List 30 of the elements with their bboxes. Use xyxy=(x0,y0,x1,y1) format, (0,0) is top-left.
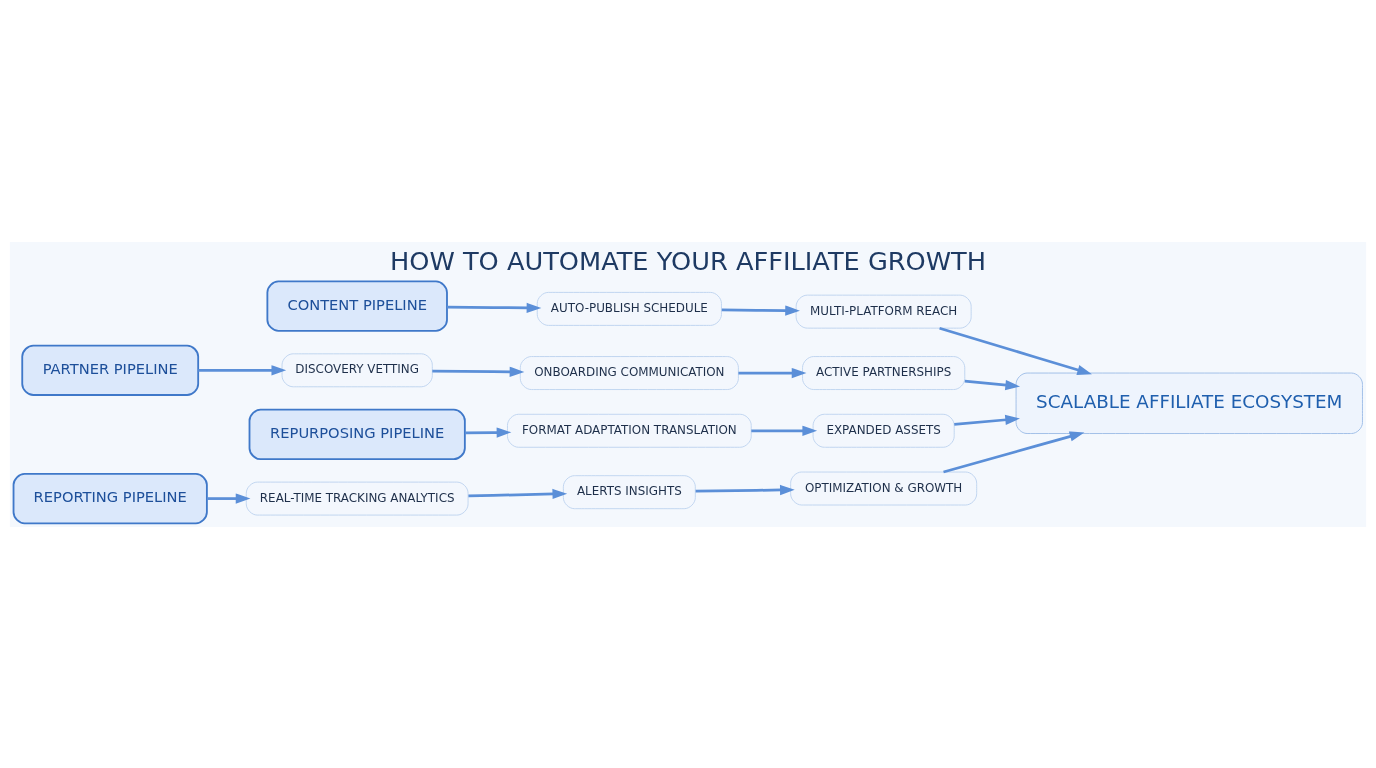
node-box: AUTO-PUBLISH SCHEDULE xyxy=(536,291,722,326)
arrow xyxy=(751,425,818,436)
node-box: ALERTS INSIGHTS xyxy=(562,474,696,509)
node-box: MULTI-PLATFORM REACH xyxy=(795,294,972,329)
node-box: ACTIVE PARTNERSHIPS xyxy=(802,355,966,390)
arrow xyxy=(447,302,542,313)
node-box: CONTENT PIPELINE xyxy=(266,280,448,332)
arrow xyxy=(206,492,251,504)
node-box: OPTIMIZATION & GROWTH xyxy=(790,471,978,505)
node-box: REAL-TIME TRACKING ANALYTICS xyxy=(245,481,469,516)
arrow xyxy=(464,426,512,438)
node-box: FORMAT ADAPTATION TRANSLATION xyxy=(507,413,752,448)
arrow xyxy=(954,414,1020,426)
arrow xyxy=(738,367,807,378)
node-box: EXPANDED ASSETS xyxy=(812,413,955,448)
node-box: PARTNER PIPELINE xyxy=(21,344,200,396)
arrow xyxy=(943,430,1085,473)
node-box: DISCOVERY VETTING xyxy=(281,352,433,387)
node-box: REPORTING PIPELINE xyxy=(12,472,208,524)
node-box: REPURPOSING PIPELINE xyxy=(248,408,466,460)
arrow xyxy=(721,304,800,316)
arrow xyxy=(695,484,795,495)
diagram-title: HOW TO AUTOMATE YOUR AFFILIATE GROWTH xyxy=(389,245,987,276)
arrow xyxy=(964,379,1021,390)
arrow xyxy=(198,364,287,375)
arrow xyxy=(468,488,568,499)
node-box: SCALABLE AFFILIATE ECOSYSTEM xyxy=(1015,372,1363,434)
arrow xyxy=(939,326,1092,375)
arrow xyxy=(432,366,525,377)
node-box: ONBOARDING COMMUNICATION xyxy=(519,355,739,390)
